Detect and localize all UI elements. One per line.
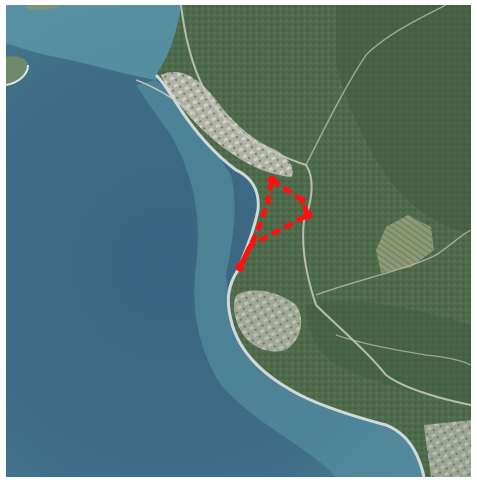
road-east	[315, 229, 471, 296]
forest-dark-east	[336, 5, 471, 235]
satellite-map[interactable]	[6, 5, 471, 477]
settlement-south	[234, 290, 302, 352]
road-main	[180, 5, 471, 406]
islet-top	[26, 5, 61, 10]
road-southeast	[335, 334, 471, 366]
route-waypoint-south[interactable]	[235, 262, 245, 272]
route-waypoint-start[interactable]	[267, 175, 277, 185]
road-north	[305, 5, 447, 166]
route-waypoint-east[interactable]	[303, 210, 313, 220]
settlement-southeast	[424, 420, 471, 477]
forest-dark-south	[306, 301, 471, 405]
islet	[6, 56, 28, 85]
shallow-water-north	[6, 5, 181, 80]
islet-shore	[6, 64, 29, 86]
satellite-map-canvas[interactable]	[6, 5, 471, 477]
route-line[interactable]	[237, 177, 311, 270]
olive-field	[376, 215, 434, 273]
route-overlay[interactable]	[235, 175, 313, 272]
shallow-water-coast	[136, 80, 426, 477]
settlement-north	[161, 71, 293, 177]
road-coastal	[135, 79, 197, 116]
route-waypoint-mid[interactable]	[298, 196, 306, 204]
shoreline	[154, 73, 426, 477]
